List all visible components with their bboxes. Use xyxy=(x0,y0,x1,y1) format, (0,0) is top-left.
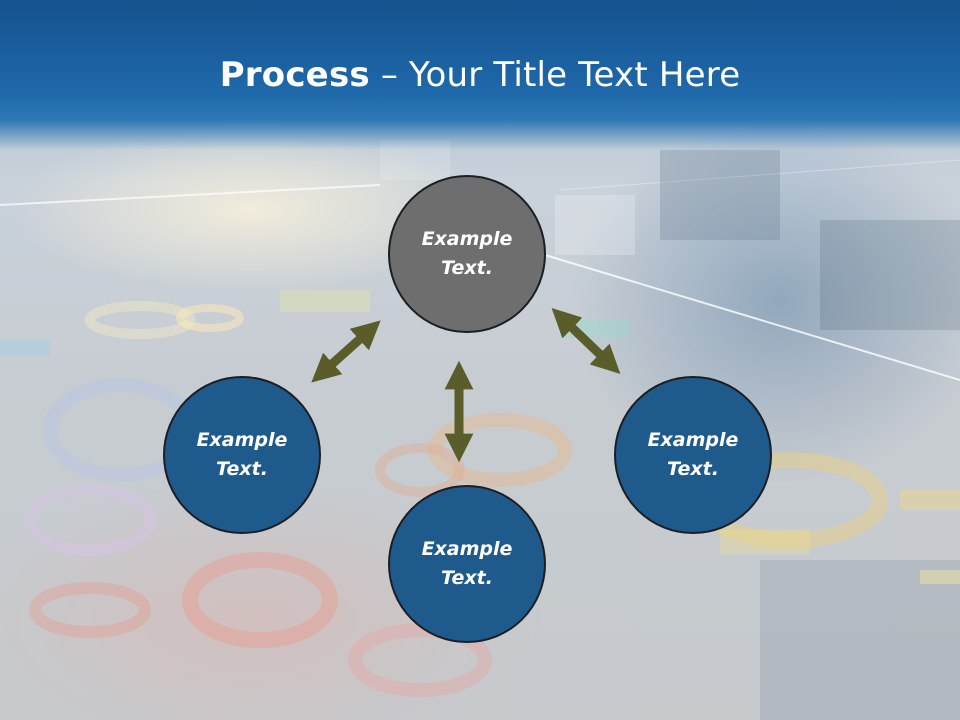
node-top-label: Example Text. xyxy=(421,228,513,279)
title-rest: – Your Title Text Here xyxy=(369,55,741,95)
header-band xyxy=(0,0,960,150)
title-bold: Process xyxy=(219,55,370,95)
node-left-label: Example Text. xyxy=(196,429,288,480)
node-bottom: Example Text. xyxy=(388,485,546,643)
node-right: Example Text. xyxy=(614,376,772,534)
arrow-top-left xyxy=(311,320,381,383)
node-left: Example Text. xyxy=(163,376,321,534)
arrow-top-right xyxy=(551,308,621,374)
node-bottom-label: Example Text. xyxy=(421,538,513,589)
slide-title: Process – Your Title Text Here xyxy=(0,52,960,98)
node-top: Example Text. xyxy=(388,175,546,333)
node-right-label: Example Text. xyxy=(647,429,739,480)
